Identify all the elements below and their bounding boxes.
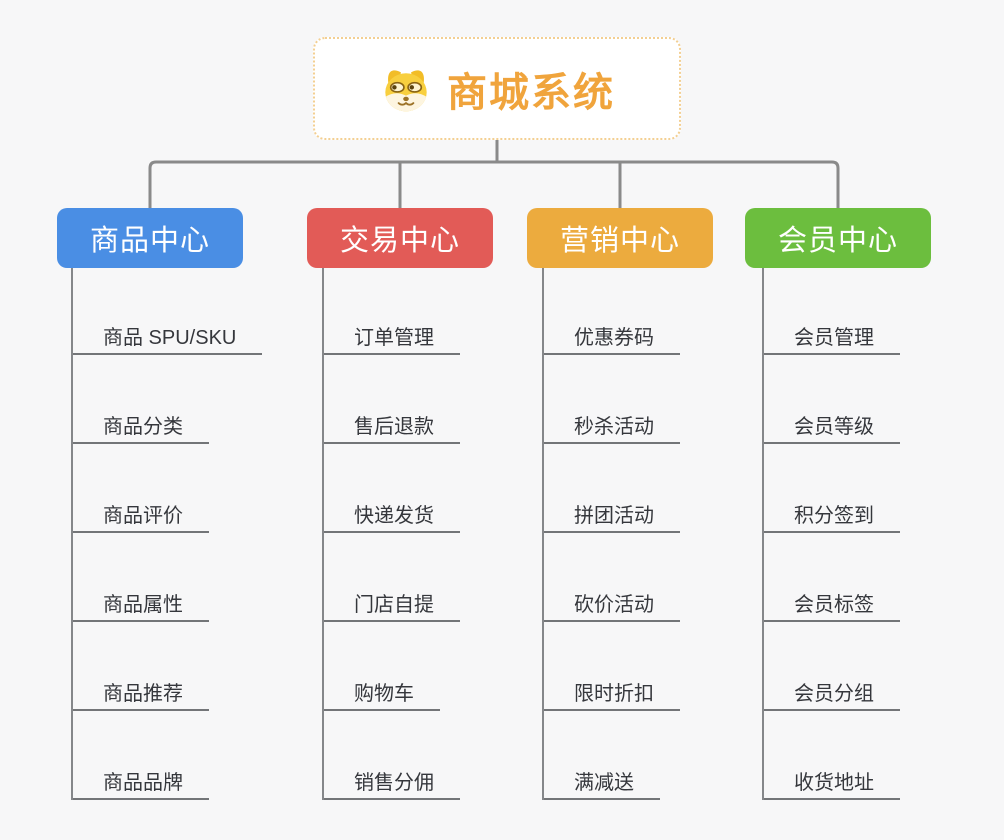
leaf-node[interactable]: 商品 SPU/SKU [73, 268, 263, 355]
leaf-node[interactable]: 售后退款 [324, 355, 460, 444]
leaf-label: 砍价活动 [574, 594, 654, 616]
branch-children-trade: 订单管理 售后退款 快递发货 门店自提 购物车 销售分佣 [322, 268, 460, 800]
leaf-label: 门店自提 [354, 594, 434, 616]
branch-children-products: 商品 SPU/SKU 商品分类 商品评价 商品属性 商品推荐 商品品牌 [71, 268, 263, 800]
leaf-node[interactable]: 收货地址 [764, 711, 900, 800]
leaf-label: 限时折扣 [574, 683, 654, 705]
branch-label: 商品中心 [89, 225, 210, 257]
leaf-label: 销售分佣 [354, 772, 434, 794]
branch-node-trade[interactable]: 交易中心 [307, 208, 493, 268]
leaf-label: 会员分组 [794, 683, 874, 705]
branch-children-members: 会员管理 会员等级 积分签到 会员标签 会员分组 收货地址 [762, 268, 900, 800]
leaf-node[interactable]: 商品属性 [73, 533, 209, 622]
leaf-label: 订单管理 [354, 327, 434, 349]
branch-node-members[interactable]: 会员中心 [745, 208, 931, 268]
leaf-label: 会员等级 [794, 416, 874, 438]
leaf-label: 积分签到 [794, 505, 874, 527]
leaf-node[interactable]: 拼团活动 [544, 444, 680, 533]
leaf-node[interactable]: 砍价活动 [544, 533, 680, 622]
leaf-label: 快递发货 [354, 505, 434, 527]
root-node[interactable]: 商城系统 [313, 37, 681, 140]
leaf-label: 满减送 [574, 772, 634, 794]
leaf-label: 购物车 [354, 683, 414, 705]
branch-node-products[interactable]: 商品中心 [57, 208, 243, 268]
leaf-label: 商品属性 [103, 594, 183, 616]
leaf-node[interactable]: 购物车 [324, 622, 440, 711]
leaf-node[interactable]: 会员标签 [764, 533, 900, 622]
leaf-node[interactable]: 会员管理 [764, 268, 900, 355]
leaf-label: 拼团活动 [574, 505, 654, 527]
leaf-node[interactable]: 快递发货 [324, 444, 460, 533]
leaf-node[interactable]: 限时折扣 [544, 622, 680, 711]
branch-children-marketing: 优惠券码 秒杀活动 拼团活动 砍价活动 限时折扣 满减送 [542, 268, 680, 800]
leaf-node[interactable]: 积分签到 [764, 444, 900, 533]
leaf-node[interactable]: 销售分佣 [324, 711, 460, 800]
leaf-label: 会员管理 [794, 327, 874, 349]
branch-label: 营销中心 [559, 225, 680, 257]
branch-label: 会员中心 [777, 225, 898, 257]
leaf-node[interactable]: 订单管理 [324, 268, 460, 355]
leaf-label: 收货地址 [794, 772, 874, 794]
dog-face-icon [379, 65, 433, 113]
branch-rail-line [148, 160, 840, 208]
leaf-label: 商品品牌 [103, 772, 183, 794]
leaf-node[interactable]: 商品推荐 [73, 622, 209, 711]
leaf-label: 优惠券码 [574, 327, 654, 349]
leaf-node[interactable]: 会员等级 [764, 355, 900, 444]
leaf-label: 商品 SPU/SKU [103, 327, 237, 349]
leaf-node[interactable]: 商品品牌 [73, 711, 209, 800]
leaf-label: 售后退款 [354, 416, 434, 438]
branch-label: 交易中心 [339, 225, 460, 257]
leaf-node[interactable]: 秒杀活动 [544, 355, 680, 444]
leaf-node[interactable]: 商品分类 [73, 355, 209, 444]
leaf-label: 商品分类 [103, 416, 183, 438]
root-title: 商城系统 [447, 70, 615, 115]
leaf-node[interactable]: 会员分组 [764, 622, 900, 711]
leaf-node[interactable]: 门店自提 [324, 533, 460, 622]
leaf-node[interactable]: 优惠券码 [544, 268, 680, 355]
leaf-node[interactable]: 满减送 [544, 711, 660, 800]
leaf-label: 商品评价 [103, 505, 183, 527]
leaf-label: 秒杀活动 [574, 416, 654, 438]
leaf-label: 商品推荐 [103, 683, 183, 705]
branch-node-marketing[interactable]: 营销中心 [527, 208, 713, 268]
leaf-node[interactable]: 商品评价 [73, 444, 209, 533]
leaf-label: 会员标签 [794, 594, 874, 616]
